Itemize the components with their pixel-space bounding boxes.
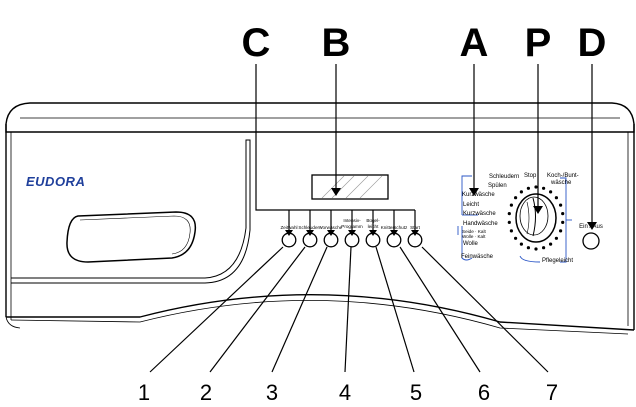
program-bracket-lower-left xyxy=(461,226,473,261)
callout-letter-a: A xyxy=(460,21,489,65)
dial-dot xyxy=(507,220,511,224)
program-label-handwaesche: Handwäsche xyxy=(463,221,498,227)
program-label-kurzwaesche-top: Kurzwäsche xyxy=(462,192,495,198)
program-label-feinwaesche: Feinwäsche xyxy=(461,254,494,260)
display-frame xyxy=(311,174,389,200)
display-glare-3 xyxy=(345,175,369,199)
dial-dot xyxy=(526,246,531,250)
callout-1-line xyxy=(149,246,284,373)
program-label-wolle: Wolle xyxy=(463,241,479,247)
arrowhead-d xyxy=(587,222,597,230)
program-knob-inner xyxy=(519,196,549,236)
button-row xyxy=(281,232,423,248)
callout-letter-d: D xyxy=(578,21,607,65)
program-knob-grip-2 xyxy=(526,201,530,235)
dial-dot xyxy=(526,186,531,190)
dial-dot xyxy=(534,247,538,251)
callout-6-line xyxy=(399,246,481,373)
dial-dot xyxy=(559,203,563,207)
dial-dot xyxy=(554,236,559,240)
dial-dot xyxy=(549,190,553,194)
dial-dot xyxy=(561,212,565,216)
arrowhead-c-5 xyxy=(369,230,377,236)
callout-7-line xyxy=(421,246,549,373)
callout-arrowheads xyxy=(285,188,597,236)
callout-number-4: 4 xyxy=(339,380,351,405)
callout-number-2: 2 xyxy=(200,380,212,405)
callout-letter-p: P xyxy=(525,21,552,65)
program-label-schleudern: Schleudern xyxy=(489,174,519,180)
program-bracket-top-left xyxy=(461,175,472,200)
control-panel xyxy=(5,102,635,335)
callout-number-3: 3 xyxy=(266,380,278,405)
program-bracket-right xyxy=(560,177,567,263)
dial-dot xyxy=(509,203,513,207)
arrowhead-c-3 xyxy=(327,230,335,236)
drawer-handle-inner xyxy=(79,215,191,255)
dial-dot xyxy=(519,242,524,246)
program-knob-grip xyxy=(532,197,536,237)
dial-dot xyxy=(542,186,546,190)
callout-number-7: 7 xyxy=(546,380,558,405)
display-window xyxy=(311,174,389,200)
dial-dot xyxy=(514,236,518,240)
dial-dot xyxy=(549,242,553,246)
dial-dot xyxy=(509,229,513,233)
arrowhead-a xyxy=(469,188,479,196)
brand-logo: EUDORA xyxy=(26,174,85,189)
program-label-seide: Seide · Kalt xyxy=(462,229,486,234)
arrowhead-c-6 xyxy=(390,230,398,236)
drawer-recess-outline xyxy=(11,139,251,284)
arrowhead-c-2 xyxy=(306,230,314,236)
drawer-handle[interactable] xyxy=(66,211,197,263)
display-glare-4 xyxy=(359,175,383,199)
dial-dot xyxy=(514,196,518,200)
program-label-koch-line1: Koch-/Bunt- xyxy=(547,173,579,179)
dial-dot xyxy=(507,212,511,216)
program-bracket-bottom xyxy=(519,255,541,263)
panel-bottom-inner-edge xyxy=(10,300,629,335)
program-label-wolle-kalt: Wolle · Kalt xyxy=(462,234,486,239)
callout-letter-c: C xyxy=(242,21,271,65)
callout-5-line xyxy=(375,246,415,373)
button-labels: Zeitwahl Schleudern Vorwäsche Intensiv- … xyxy=(280,218,420,230)
arrowhead-c-4 xyxy=(348,230,356,236)
arrowhead-c-7 xyxy=(411,230,419,236)
program-selector: Schleudern Spülen Kurzwäsche Stop Koch-/… xyxy=(457,173,579,264)
callout-2-line xyxy=(209,246,306,373)
callout-4-line xyxy=(344,246,352,373)
panel-bottom-left-corner xyxy=(5,316,21,329)
program-label-kurzwaesche: Kurzwäsche xyxy=(463,211,496,217)
arrowhead-b xyxy=(331,188,341,196)
panel-bottom-edge xyxy=(6,294,635,331)
arrowhead-c-1 xyxy=(285,230,293,236)
program-label-leicht: Leicht xyxy=(463,202,479,208)
callout-letter-b: B xyxy=(322,21,351,65)
dial-dot xyxy=(519,190,524,194)
panel-top-edge xyxy=(5,102,635,133)
arrowhead-p xyxy=(533,206,543,214)
power-button[interactable] xyxy=(582,232,600,250)
display-glare-1 xyxy=(321,175,345,199)
detergent-drawer-area xyxy=(11,139,251,284)
dial-dots xyxy=(507,185,565,251)
callout-c-bracket xyxy=(255,64,415,211)
callout-number-1: 1 xyxy=(138,380,150,405)
dial-dot xyxy=(559,229,563,233)
callout-number-5: 5 xyxy=(410,380,422,405)
dial-dot xyxy=(542,246,546,250)
program-label-spuelen: Spülen xyxy=(488,183,507,189)
program-label-koch-line2: wäsche xyxy=(550,180,572,186)
dial-dot xyxy=(561,220,565,224)
program-label-stop: Stop xyxy=(524,173,537,179)
dial-dot xyxy=(534,185,538,189)
callout-number-6: 6 xyxy=(478,380,490,405)
callout-3-line xyxy=(271,246,328,373)
dial-dot xyxy=(554,196,559,200)
callout-leaders xyxy=(149,64,593,373)
program-label-pflegeleicht: Pflegeleicht xyxy=(542,258,573,264)
